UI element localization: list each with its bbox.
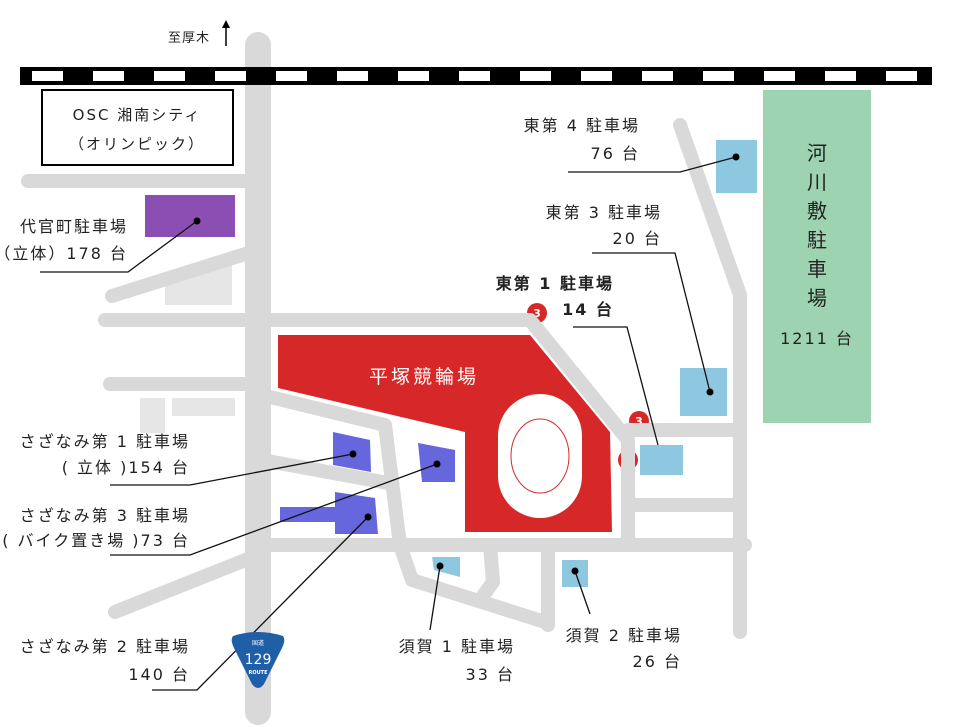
- svg-text:129: 129: [245, 652, 272, 668]
- river-name-char: 車: [807, 257, 827, 281]
- svg-text:( 立体 )154 台: ( 立体 )154 台: [62, 458, 190, 477]
- rail-tie: [764, 71, 795, 81]
- svg-text:さざなみ第 3 駐車場: さざなみ第 3 駐車場: [20, 506, 190, 525]
- leader-lines: [40, 156, 737, 691]
- rail-tie: [337, 71, 368, 81]
- rail-tie: [32, 71, 63, 81]
- parking-higashi1[interactable]: [640, 445, 683, 475]
- label-higashi1: 東第 1 駐車場 14 台: [496, 274, 614, 319]
- svg-text:76 台: 76 台: [591, 144, 640, 163]
- road-overlay: [473, 313, 635, 547]
- svg-text:さざなみ第 1 駐車場: さざなみ第 1 駐車場: [20, 432, 190, 451]
- svg-text:東第 3 駐車場: 東第 3 駐車場: [546, 203, 662, 222]
- river-name-char: 敷: [807, 199, 827, 223]
- river-parking-count: 1211 台: [780, 329, 854, 348]
- rail-tie: [154, 71, 185, 81]
- rail-tie: [703, 71, 734, 81]
- railway: [20, 67, 932, 85]
- rail-tie: [398, 71, 429, 81]
- label-sazanami3: さざなみ第 3 駐車場 ( バイク置き場 )73 台: [2, 506, 190, 550]
- svg-text:14 台: 14 台: [562, 300, 614, 319]
- direction-label: 至厚木: [168, 31, 210, 46]
- rail-tie: [93, 71, 124, 81]
- svg-text:須賀 2 駐車場: 須賀 2 駐車場: [566, 626, 682, 645]
- label-sazanami1: さざなみ第 1 駐車場 ( 立体 )154 台: [20, 432, 190, 477]
- landmark-subname: （オリンピック）: [69, 135, 205, 153]
- parking-higashi3[interactable]: [680, 368, 727, 416]
- svg-text:国道: 国道: [252, 639, 264, 647]
- route-129-sign: 国道 129 ROUTE: [231, 632, 285, 688]
- parking-daikancho[interactable]: [145, 195, 235, 237]
- building-blocks: [140, 265, 235, 433]
- label-suka2: 須賀 2 駐車場 26 台: [566, 626, 682, 671]
- parking-sazanami2[interactable]: [280, 492, 378, 534]
- river-name-char: 川: [807, 170, 827, 194]
- parking-river[interactable]: 河 川 敷 駐 車 場 1211 台: [763, 90, 871, 423]
- svg-text:さざなみ第 2 駐車場: さざなみ第 2 駐車場: [20, 637, 190, 656]
- svg-text:東第 4 駐車場: 東第 4 駐車場: [524, 116, 640, 135]
- rail-tie: [886, 71, 917, 81]
- gate-number: 3: [635, 415, 643, 428]
- parking-suka1[interactable]: [432, 557, 460, 577]
- gate-number: 3: [533, 307, 541, 320]
- rail-tie: [520, 71, 551, 81]
- label-daikancho: 代官町駐車場 （立体）178 台: [0, 217, 128, 263]
- svg-text:ROUTE: ROUTE: [249, 670, 269, 676]
- label-suka1: 須賀 1 駐車場 33 台: [399, 637, 515, 684]
- svg-text:20 台: 20 台: [613, 229, 662, 248]
- rail-tie: [276, 71, 307, 81]
- arrow-up-icon: [222, 20, 230, 46]
- rail-tie: [215, 71, 246, 81]
- river-name-char: 河: [807, 141, 827, 165]
- location-dots: [193, 153, 740, 575]
- rail-tie: [825, 71, 856, 81]
- label-sazanami2: さざなみ第 2 駐車場 140 台: [20, 637, 190, 684]
- svg-text:代官町駐車場: 代官町駐車場: [20, 217, 128, 236]
- venue-hiratsuka-velodrome: 平塚競輪場: [278, 335, 612, 532]
- svg-text:( バイク置き場 )73 台: ( バイク置き場 )73 台: [2, 531, 190, 550]
- rail-tie: [642, 71, 673, 81]
- svg-text:（立体）178 台: （立体）178 台: [0, 244, 128, 263]
- river-name-char: 駐: [807, 228, 827, 252]
- label-higashi3: 東第 3 駐車場 20 台: [546, 203, 662, 248]
- label-higashi4: 東第 4 駐車場 76 台: [524, 116, 640, 163]
- rail-tie: [581, 71, 612, 81]
- venue-name: 平塚競輪場: [369, 366, 479, 388]
- river-name-char: 場: [807, 286, 827, 310]
- svg-text:140 台: 140 台: [128, 665, 190, 684]
- landmark-osc-shonan-city: OSC 湘南シティ （オリンピック）: [41, 89, 234, 166]
- svg-text:26 台: 26 台: [633, 652, 682, 671]
- svg-text:33 台: 33 台: [466, 665, 515, 684]
- svg-text:東第 1 駐車場: 東第 1 駐車場: [496, 274, 614, 293]
- svg-text:須賀 1 駐車場: 須賀 1 駐車場: [399, 637, 515, 656]
- parking-higashi4[interactable]: [716, 140, 757, 193]
- rail-tie: [459, 71, 490, 81]
- landmark-name: OSC 湘南シティ: [73, 106, 202, 124]
